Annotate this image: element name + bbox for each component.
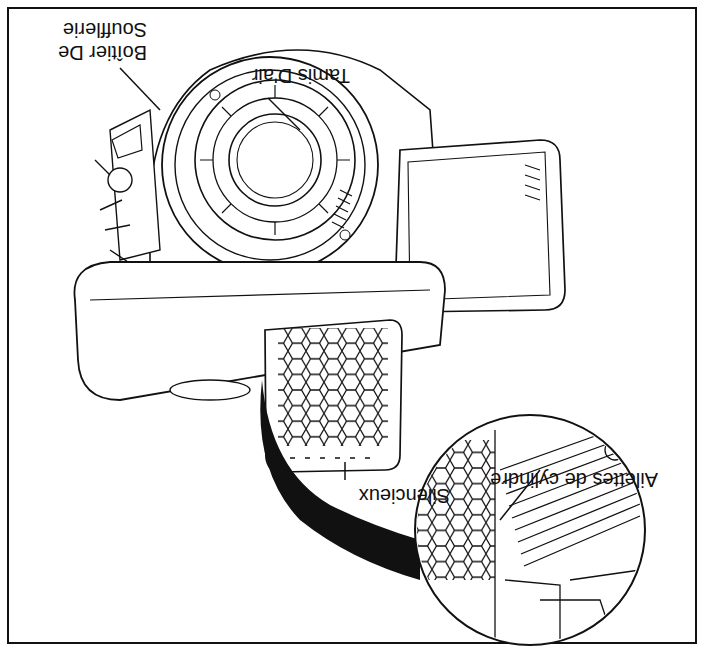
blower-housing [162, 57, 378, 273]
screen-slots [200, 85, 350, 235]
filter-vents [525, 165, 540, 200]
part-label: Boîtier De Soufflerie [42, 18, 147, 64]
zoom-pointer [260, 380, 420, 580]
fuel-cap [170, 380, 250, 400]
bolt [340, 230, 350, 240]
side-vents [332, 190, 352, 228]
tank-seam [90, 290, 430, 300]
leader-lines [120, 68, 540, 520]
muffler-holes [290, 457, 370, 459]
detail-circle [415, 415, 645, 645]
air-screen [195, 80, 355, 240]
cylinder-fins [415, 420, 640, 650]
part-label: Ailettes de cylindre [458, 468, 658, 491]
housing-rim [175, 70, 365, 260]
screen-ring [237, 122, 313, 198]
linkage [95, 160, 130, 262]
screen-ring [229, 114, 321, 206]
muffler-guard [278, 328, 388, 446]
part-label: Silencieux [330, 484, 450, 507]
part-label: Tamis D'air [190, 64, 350, 87]
bolt [210, 90, 220, 100]
screen-ring [213, 98, 337, 222]
control-knob [108, 168, 132, 192]
muffler [265, 320, 402, 472]
lever [112, 125, 142, 158]
